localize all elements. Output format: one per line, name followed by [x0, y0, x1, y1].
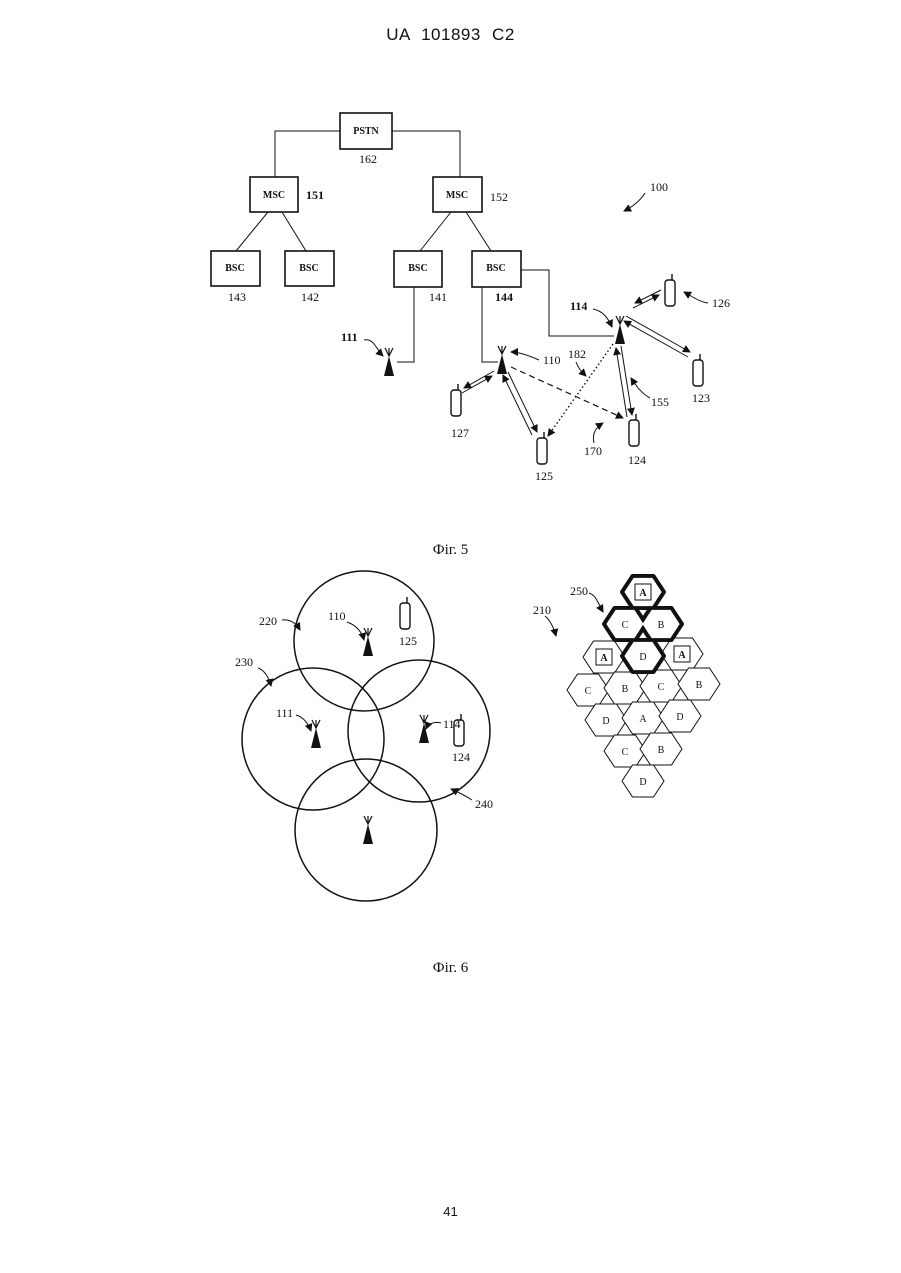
ms-126-ref: 126: [712, 296, 730, 310]
base-station-114: [615, 316, 625, 344]
hex-label: B: [658, 745, 665, 756]
dashed-link-170: [511, 367, 623, 418]
hex-label: B: [622, 684, 629, 695]
msc-152-label: MSC: [446, 190, 468, 201]
bts-111-ref-arrow: [364, 340, 383, 356]
msc-151-label: MSC: [263, 190, 285, 201]
ms-124-ref: 124: [628, 453, 646, 467]
hex-label: A: [639, 588, 647, 599]
network-links: [236, 131, 614, 362]
hex-label: C: [585, 686, 592, 697]
bts-110-ref-arrow: [511, 352, 539, 360]
bts-114-cell-ref-arrow: [426, 722, 441, 729]
circle-240-ref: 240: [475, 797, 493, 811]
link-182-ref: 182: [568, 347, 586, 361]
bsc-141-node: BSC 141: [394, 251, 447, 304]
system-ref: 100: [650, 180, 668, 194]
msc-151-node: MSC 151: [250, 177, 324, 212]
bts-114-cell-ref: 114: [443, 717, 461, 731]
base-station-110: [497, 346, 507, 374]
bsc-143-node: BSC 143: [211, 251, 260, 304]
bsc-144-node: BSC 144: [472, 251, 521, 304]
bts-114-ref-arrow: [593, 309, 612, 327]
bts-110-ref: 110: [543, 353, 561, 367]
base-station-114-cell: [419, 715, 429, 743]
base-station-110-cell: [363, 628, 373, 656]
bsc-143-label: BSC: [225, 263, 244, 274]
hex-label: A: [600, 653, 608, 664]
base-station-111-cell: [311, 720, 321, 748]
page-number: 41: [0, 1204, 901, 1219]
circle-230-ref: 230: [235, 655, 253, 669]
link-182-ref-arrow: [576, 362, 586, 376]
bsc-142-node: BSC 142: [285, 251, 334, 304]
pstn-label: PSTN: [353, 126, 379, 137]
coverage-circle-240: [348, 660, 490, 802]
ms-123-ref: 123: [692, 391, 710, 405]
hex-label: C: [622, 747, 629, 758]
base-station-111: [384, 348, 394, 376]
mobile-station-127: [451, 384, 461, 416]
ms-125-cell-ref: 125: [399, 634, 417, 648]
mobile-station-125: [537, 432, 547, 464]
link-155-ref: 155: [651, 395, 669, 409]
bts-110-cell-ref-arrow: [347, 622, 364, 640]
hex-label: B: [658, 620, 665, 631]
msc-151-ref: 151: [306, 188, 324, 202]
pstn-node: PSTN 162: [340, 113, 392, 166]
circle-240-ref-arrow: [451, 789, 472, 800]
bsc-143-ref: 143: [228, 290, 246, 304]
hex-label: C: [622, 620, 629, 631]
cluster-250-ref: 250: [570, 584, 588, 598]
hex-label: D: [639, 652, 646, 663]
hex-label: A: [639, 714, 647, 725]
bsc-142-ref: 142: [301, 290, 319, 304]
mobile-station-125-cell: [400, 597, 410, 629]
bsc-141-label: BSC: [408, 263, 427, 274]
mobile-station-126: [665, 274, 675, 306]
grid-210-ref: 210: [533, 603, 551, 617]
ms-127-ref: 127: [451, 426, 469, 440]
hex-label: A: [678, 650, 686, 661]
mobile-station-124: [629, 414, 639, 446]
cluster-250-ref-arrow: [589, 593, 603, 612]
ms-125-ref: 125: [535, 469, 553, 483]
bts-110-cell-ref: 110: [328, 609, 346, 623]
bsc-144-label: BSC: [486, 263, 505, 274]
bsc-142-label: BSC: [299, 263, 318, 274]
bts-111-ref: 111: [341, 330, 358, 344]
hex-label: D: [602, 716, 609, 727]
circle-220-ref: 220: [259, 614, 277, 628]
hex-label: B: [696, 680, 703, 691]
bsc-141-ref: 141: [429, 290, 447, 304]
ms-126-ref-arrow: [684, 292, 708, 303]
link-170-ref-arrow: [593, 423, 603, 443]
link-170-ref: 170: [584, 444, 602, 458]
mobile-station-123: [693, 354, 703, 386]
bts-114-ref: 114: [570, 299, 587, 313]
bsc-144-ref: 144: [495, 290, 513, 304]
system-ref-arrow: [624, 193, 645, 211]
pstn-ref: 162: [359, 152, 377, 166]
hex-label: D: [639, 777, 646, 788]
hex-reuse-grid: A C B A D A C B C B D A D C B D: [567, 576, 720, 797]
base-station-bottom-cell: [363, 816, 373, 844]
coverage-circle-bottom: [295, 759, 437, 901]
figure-6-coverage: [242, 571, 490, 901]
ms-124-cell-ref: 124: [452, 750, 470, 764]
hex-label: C: [658, 682, 665, 693]
hex-label: D: [676, 712, 683, 723]
link-155-ref-arrow: [631, 378, 650, 398]
grid-210-ref-arrow: [545, 616, 556, 636]
figure-6-caption: Фіг. 6: [0, 960, 901, 977]
figure-5: PSTN 162 MSC 151 MSC 152 BSC 143 BSC 142…: [211, 113, 730, 483]
bts-111-cell-ref: 111: [276, 706, 293, 720]
msc-152-node: MSC 152: [433, 177, 508, 212]
msc-152-ref: 152: [490, 190, 508, 204]
figure-5-caption: Фіг. 5: [0, 542, 901, 559]
bts-111-cell-ref-arrow: [296, 715, 311, 731]
